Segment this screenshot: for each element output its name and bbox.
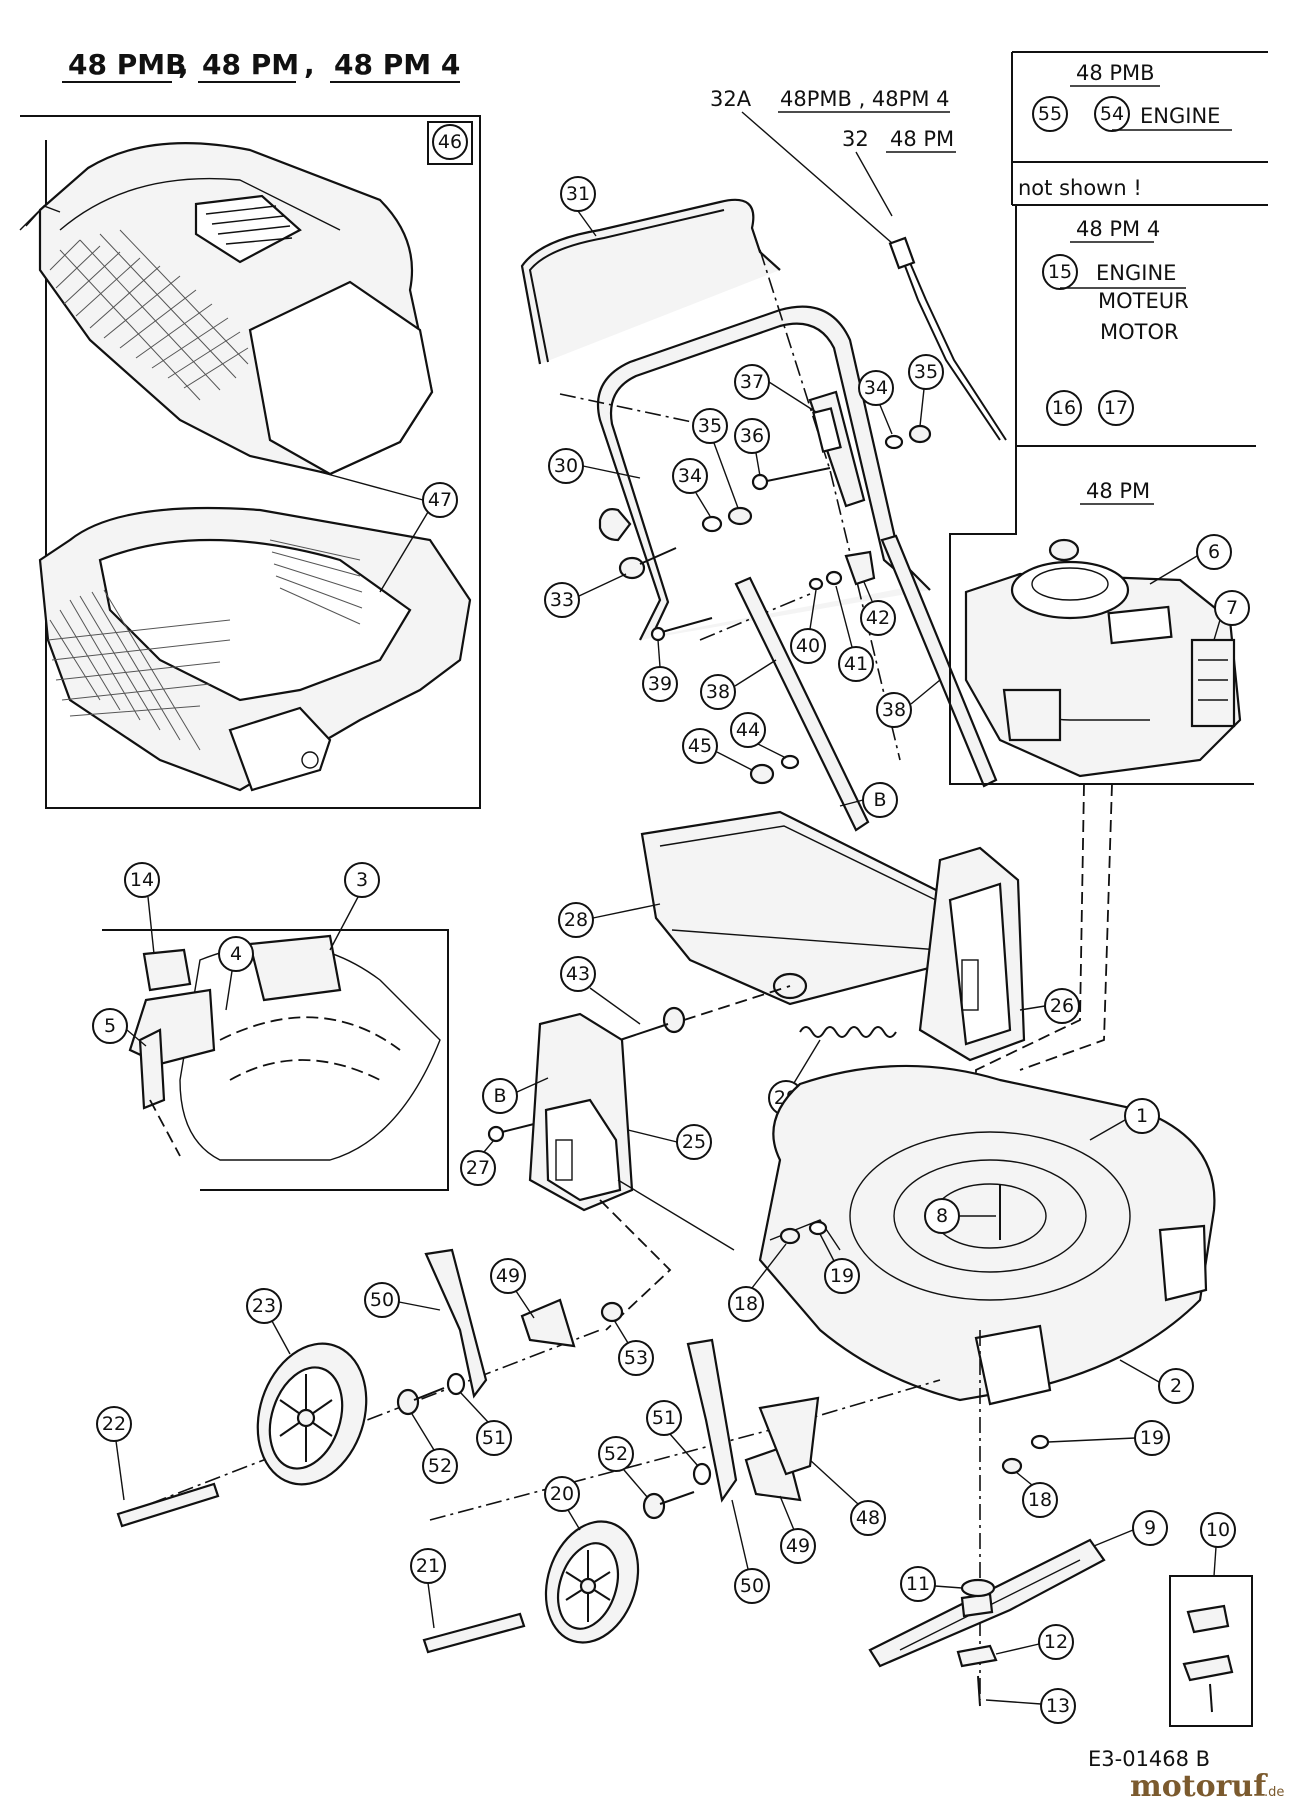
engine-panel: 48 PM 6 7	[949, 446, 1254, 785]
separator-1: ,	[178, 48, 189, 81]
callout-3: 3	[356, 869, 368, 891]
callout-5: 5	[104, 1015, 116, 1037]
callout-33: 33	[550, 589, 574, 611]
callout-49b: 49	[786, 1535, 810, 1557]
callout-14: 14	[130, 869, 154, 891]
cable-32a-number: 32A	[710, 87, 752, 111]
callout-35a: 35	[698, 415, 722, 437]
callout-48: 48	[856, 1507, 880, 1529]
callout-47: 47	[428, 489, 452, 511]
pmb-engine-label: ENGINE	[1140, 104, 1220, 128]
separator-2: ,	[304, 48, 315, 81]
callout-2: 2	[1170, 1375, 1182, 1397]
callout-20: 20	[550, 1483, 574, 1505]
callout-53: 53	[624, 1347, 648, 1369]
front-wheel-assembly: 20 21 50 49 48 51 52	[410, 1338, 886, 1654]
callout-51b: 51	[652, 1407, 676, 1429]
side-discharge-inset: 3 4 5 14	[92, 862, 449, 1191]
model-48pm: 48 PM	[202, 48, 299, 81]
watermark-brand: motoruf	[1130, 1769, 1268, 1800]
pm4-title: 48 PM 4	[1076, 217, 1160, 241]
model-48pmb: 48 PMB	[68, 48, 186, 81]
callout-49a: 49	[496, 1265, 520, 1287]
model-48pm4: 48 PM 4	[334, 48, 460, 81]
callout-44: 44	[736, 719, 760, 741]
cable-32a-models: 48PMB , 48PM 4	[780, 87, 949, 111]
callout-38a: 38	[706, 681, 730, 703]
handle-assembly: 32A 48PMB , 48PM 4 32 48 PM 31 30 37	[520, 87, 1007, 832]
model-header: 48 PMB , 48 PM , 48 PM 4	[62, 48, 460, 83]
callout-34a: 34	[678, 465, 702, 487]
catcher-cover	[19, 142, 434, 476]
cable-32-number: 32	[842, 127, 869, 151]
callout-18b: 18	[1028, 1489, 1052, 1511]
pm4-engine-en: ENGINE	[1096, 261, 1176, 285]
callout-45: 45	[688, 735, 712, 757]
callout-41: 41	[844, 653, 868, 675]
callout-11: 11	[906, 1573, 930, 1595]
watermark-suffix: .de	[1264, 1785, 1284, 1800]
callout-38b: 38	[882, 699, 906, 721]
callout-15: 15	[1048, 261, 1072, 283]
callout-b-lower: B	[493, 1085, 506, 1107]
mower-deck: 1 2 8 18 19 18 19	[728, 1064, 1216, 1518]
callout-34b: 34	[864, 377, 888, 399]
not-shown-label: not shown !	[1018, 176, 1142, 200]
callout-8: 8	[936, 1205, 948, 1227]
callout-52b: 52	[604, 1443, 628, 1465]
callout-1: 1	[1136, 1105, 1148, 1127]
callout-51a: 51	[482, 1427, 506, 1449]
callout-31: 31	[566, 183, 590, 205]
callout-9: 9	[1144, 1517, 1156, 1539]
callout-21: 21	[416, 1555, 440, 1577]
height-brackets: 25 26 27 B	[460, 846, 1080, 1331]
callout-36: 36	[740, 425, 764, 447]
callout-6: 6	[1208, 541, 1220, 563]
callout-39: 39	[648, 673, 672, 695]
callout-42: 42	[866, 607, 890, 629]
callout-30: 30	[554, 455, 578, 477]
callout-7: 7	[1226, 597, 1238, 619]
callout-27: 27	[466, 1157, 490, 1179]
callout-25: 25	[682, 1131, 706, 1153]
callout-16: 16	[1052, 397, 1076, 419]
callout-37: 37	[740, 371, 764, 393]
callout-40: 40	[796, 635, 820, 657]
callout-4: 4	[230, 943, 242, 965]
callout-19b: 19	[1140, 1427, 1164, 1449]
rear-wheel-assembly: 23 22 50 49 53 51 52	[96, 1248, 654, 1528]
callout-13: 13	[1046, 1695, 1070, 1717]
callout-12: 12	[1044, 1631, 1068, 1653]
pmb-title: 48 PMB	[1076, 61, 1155, 85]
callout-10: 10	[1206, 1519, 1230, 1541]
callout-43: 43	[566, 963, 590, 985]
callout-50a: 50	[370, 1289, 394, 1311]
callout-b-upper: B	[873, 789, 886, 811]
callout-35b: 35	[914, 361, 938, 383]
callout-19a: 19	[830, 1265, 854, 1287]
blade-assembly: 9 11 12 13 10	[868, 1510, 1253, 1727]
callout-22: 22	[102, 1413, 126, 1435]
cable-32-models: 48 PM	[890, 127, 954, 151]
info-box: 48 PMB 55 54 ENGINE not shown ! 48 PM 4 …	[1011, 51, 1268, 447]
callout-17: 17	[1104, 397, 1128, 419]
callout-23: 23	[252, 1295, 276, 1317]
grass-catcher-panel: 46 47	[19, 115, 481, 809]
callout-18a: 18	[734, 1293, 758, 1315]
engine-model-label: 48 PM	[1086, 479, 1150, 503]
pm4-engine-fr: MOTEUR	[1098, 289, 1189, 313]
callout-28: 28	[564, 909, 588, 931]
pm4-engine-de: MOTOR	[1100, 320, 1179, 344]
callout-52a: 52	[428, 1455, 452, 1477]
callout-26: 26	[1050, 995, 1074, 1017]
callout-55: 55	[1038, 103, 1062, 125]
drawing-number: E3-01468 B	[1088, 1747, 1210, 1771]
rear-flap: 28 29 43	[558, 810, 962, 1116]
callout-54: 54	[1100, 103, 1124, 125]
catcher-basket	[38, 506, 472, 792]
callout-50b: 50	[740, 1575, 764, 1597]
callout-46: 46	[438, 131, 462, 153]
